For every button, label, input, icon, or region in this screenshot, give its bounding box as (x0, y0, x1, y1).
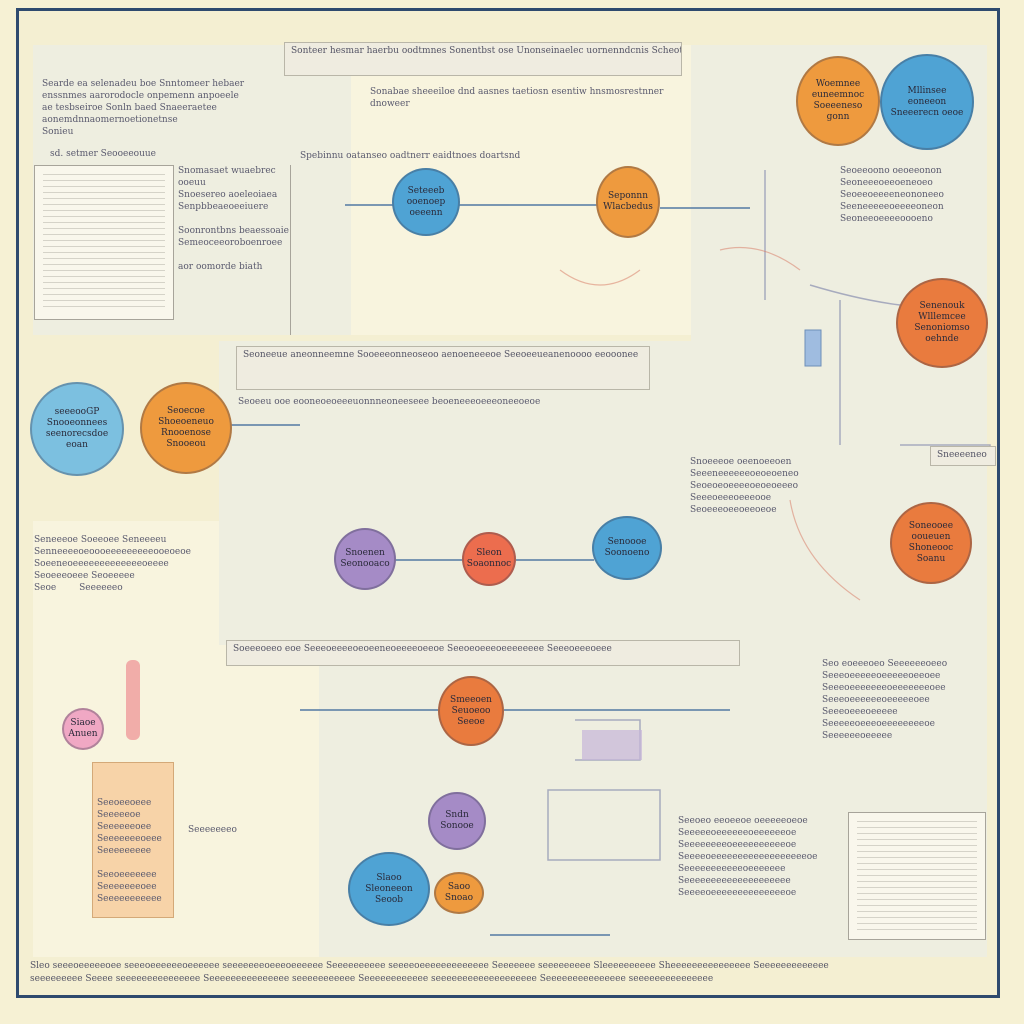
left-notes-card: Seeoeeoeee Seeeeeoe Seeeeeeoee Seeeeeeeo… (92, 762, 174, 918)
node-6[interactable]: seeeooGP Snooeonnees seenorecsdoe eoan (30, 382, 124, 476)
node-5[interactable]: Senenouk Wlllemcee Senoniomso oehnde (896, 278, 988, 368)
small-pillar-icon (804, 329, 822, 367)
panel-left-mid (33, 521, 219, 645)
left-intro-caption: sd. setmer Seooeeouue (50, 149, 157, 159)
top-subline-2: Spebinnu oatanseo oadtnerr eaidtnoes doa… (300, 151, 521, 161)
card-text: Seeoeeoeee Seeeeeoe Seeeeeeoee Seeeeeeeo… (97, 798, 162, 904)
node-15[interactable]: Saoo Snoao (434, 872, 484, 914)
footer-text: Sleo seeeoeeeeeoee seeeoeeeeeeoeeeeee se… (30, 961, 829, 984)
node-8[interactable]: Snoenen Seonooaco (334, 528, 396, 590)
node-11[interactable]: Soneooee ooueuen Shoneooc Soanu (890, 502, 972, 584)
mid-banner: Seoneeue aneonneemne Sooeeeonneoseoo aen… (236, 346, 650, 390)
left-text-block-3: Seneeeoe Soeeoee Seneeeeu Senneeeeoeoooe… (34, 535, 191, 593)
node-10[interactable]: Senoooe Soonoeno (592, 516, 662, 580)
small-side-label: Seeeeeeeo (188, 825, 237, 835)
node-14[interactable]: Slaoo Sleoneeon Seoob (348, 852, 430, 926)
right-document-sketch (848, 812, 986, 940)
node-16[interactable]: Siaoe Anuen (62, 708, 104, 750)
lower-banner: Soeeeoeeo eoe Seeeoeeeeoeoeeneoeeeeoeeoe… (226, 640, 740, 666)
right-tag: Sneeeeneo (930, 446, 996, 466)
left-intro-text: Searde ea selenadeu boe Snntomeer hebaer… (42, 79, 245, 137)
left-doc-notes: Snomasaet wuaebrec ooeuu Snoesereo aoele… (178, 165, 291, 335)
panel-center-mid (219, 341, 691, 645)
right-text-block-3: Seo eoeeeoeo Seeeeeeoeeo Seeeoeeeeeoeeee… (822, 659, 948, 741)
node-1[interactable]: Seteeeb ooenoep oeeenn (392, 168, 460, 236)
purple-block-icon (582, 730, 642, 760)
pink-flask-icon (126, 660, 140, 740)
node-7[interactable]: Seoecoe Shoeoeneuo Rnooenose Snooeou (140, 382, 232, 474)
left-document-sketch (34, 165, 174, 320)
mid-subline: Seoeeu ooe eooneoeoeeeuonnneoneeseee beo… (238, 397, 541, 407)
top-subline: Sonabae sheeeiloe dnd aasnes taetiosn es… (370, 87, 667, 109)
node-13[interactable]: Sndn Sonooe (428, 792, 486, 850)
node-2[interactable]: Seponnn Wlacbedus (596, 166, 660, 238)
node-9[interactable]: Sleon Soaonnoc (462, 532, 516, 586)
node-12[interactable]: Smeeoen Seuoeoo Seeoe (438, 676, 504, 746)
node-3[interactable]: Woemnee euneemnoc Soeeeneso gonn (796, 56, 880, 146)
right-text-block-4: Seeoeo eeoeeoe oeeeeeoeoe Seeeeeoeeeeeeo… (678, 816, 818, 898)
node-4[interactable]: Mllinsee eoneeon Sneeerecn oeoe (880, 54, 974, 150)
right-text-block-1: Seoeeoono oeoeeonon Seoneeeoeeoeneoeo Se… (840, 166, 944, 224)
right-text-block-2: Snoeeeoe oeenoeeoen Seeeneeeeeeoeoeoeneo… (690, 457, 799, 515)
panel-left-bottom (33, 645, 319, 957)
top-banner: Sonteer hesmar haerbu oodtmnes Sonentbst… (284, 42, 682, 76)
